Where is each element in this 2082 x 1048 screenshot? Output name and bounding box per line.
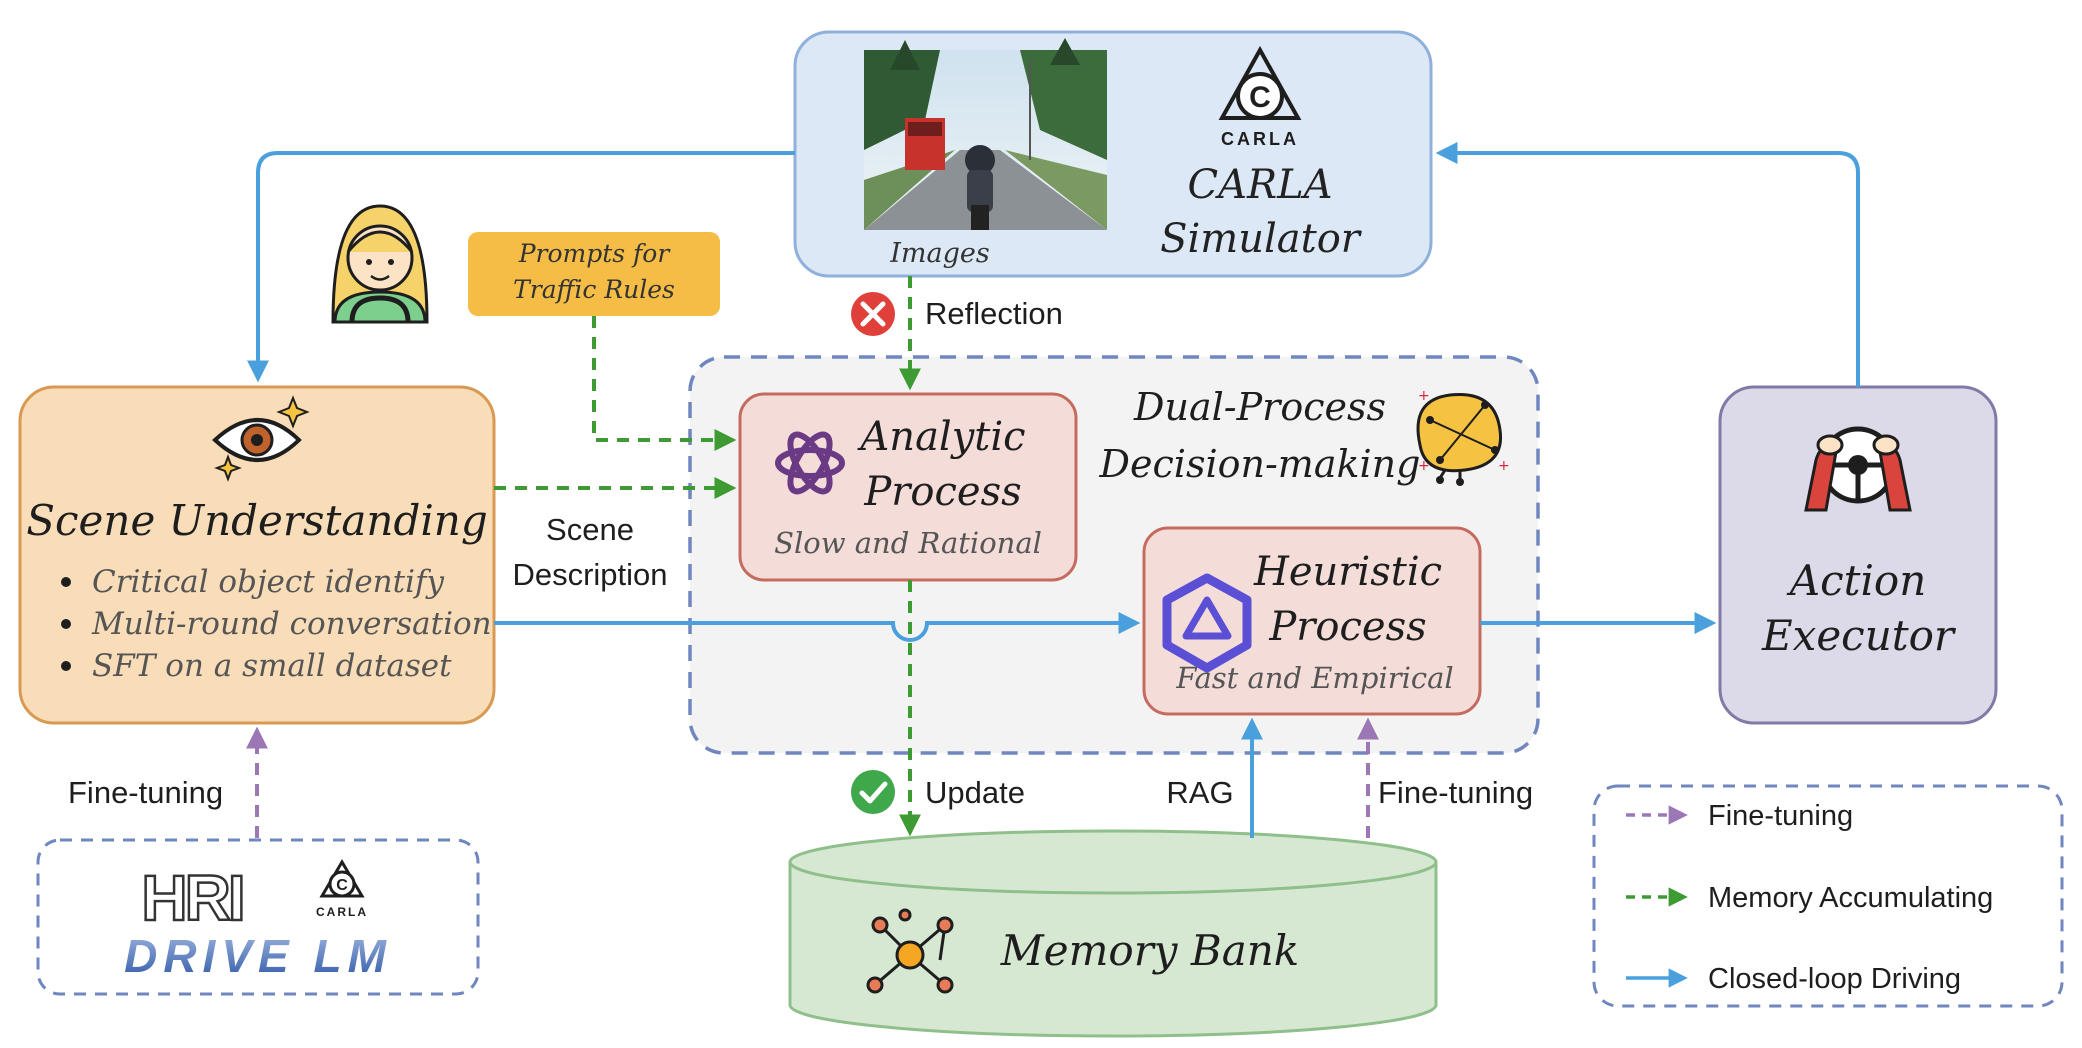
memory-accumulating-arrows — [494, 276, 921, 837]
legend-item-finetuning: Fine-tuning — [1708, 800, 1853, 832]
analytic-process-box: Analytic Process Slow and Rational — [738, 392, 1078, 582]
prompts-line2: Traffic Rules — [513, 275, 675, 304]
reflection-cross-icon — [851, 292, 895, 336]
legend-item-closedloop: Closed-loop Driving — [1708, 963, 1961, 995]
eye-icon — [212, 395, 310, 482]
scene-description-line2: Description — [512, 557, 667, 592]
memory-bank-cylinder: Memory Bank — [788, 829, 1438, 1038]
svg-text:+: + — [1418, 388, 1430, 404]
steering-wheel-icon — [1804, 426, 1912, 512]
carla-logo: C CARLA — [1218, 45, 1302, 149]
scene-bullet-2: Multi-round conversation — [91, 606, 492, 642]
dual-title-line2: Decision-making — [1099, 442, 1421, 486]
driver-avatar-icon — [331, 204, 429, 324]
datasets-box: HRI C CARLA DRIVE LM — [36, 838, 480, 996]
memory-title: Memory Bank — [1000, 926, 1300, 975]
carla-small-logo-text: CARLA — [316, 905, 368, 919]
finetuning-arrows — [246, 717, 1379, 838]
hri-logo: HRI — [141, 862, 242, 934]
simulator-title-line1: CARLA — [1187, 162, 1332, 208]
heuristic-subtitle: Fast and Empirical — [1175, 661, 1453, 695]
heuristic-title-line1: Heuristic — [1253, 549, 1442, 595]
scene-understanding-box: Scene Understanding Critical object iden… — [18, 385, 496, 725]
carla-logo-text: CARLA — [1221, 129, 1299, 149]
reflection-label: Reflection — [925, 296, 1063, 331]
executor-title-line2: Executor — [1761, 611, 1957, 660]
executor-title-line1: Action — [1786, 556, 1927, 605]
drivelm-logo: DRIVE LM — [124, 930, 392, 982]
update-check-icon — [851, 770, 895, 814]
scene-bullet-1: Critical object identify — [92, 564, 444, 600]
network-icon — [866, 908, 954, 994]
svg-text:C: C — [336, 877, 348, 894]
qwen-logo-icon — [1162, 573, 1252, 673]
carla-small-logo: C CARLA — [316, 859, 368, 919]
finetune-right-label: Fine-tuning — [1378, 775, 1533, 810]
finetune-left-label: Fine-tuning — [68, 775, 223, 810]
prompts-line1: Prompts for — [518, 239, 672, 268]
legend-item-memory: Memory Accumulating — [1708, 882, 1993, 914]
svg-text:C: C — [1249, 81, 1271, 114]
scene-bullet-3: SFT on a small dataset — [92, 648, 452, 684]
update-label: Update — [925, 775, 1025, 810]
analytic-title-line2: Process — [863, 469, 1021, 515]
dual-title-line1: Dual-Process — [1133, 385, 1386, 429]
scene-title: Scene Understanding — [26, 496, 487, 545]
simulator-images — [864, 38, 1107, 230]
svg-text:+: + — [1418, 458, 1430, 474]
svg-text:+: + — [1498, 458, 1510, 474]
images-caption: Images — [889, 238, 989, 269]
carla-simulator-box: Images C CARLA CARLA Simulator — [793, 30, 1433, 278]
analytic-title-line1: Analytic — [856, 414, 1025, 460]
action-executor-box: Action Executor — [1718, 385, 1998, 725]
legend: Fine-tuning Memory Accumulating Closed-l… — [1592, 784, 2064, 1008]
analytic-subtitle: Slow and Rational — [774, 526, 1042, 560]
heuristic-process-box: Heuristic Process Fast and Empirical — [1142, 526, 1482, 716]
heuristic-title-line2: Process — [1268, 604, 1426, 650]
rag-label: RAG — [1166, 775, 1233, 810]
chatgpt-logo-icon — [775, 431, 845, 495]
brain-network-icon: + + + — [1416, 388, 1510, 486]
scene-description-line1: Scene — [546, 512, 634, 547]
prompts-traffic-rules-box: Prompts for Traffic Rules — [468, 232, 720, 316]
simulator-title-line2: Simulator — [1160, 216, 1363, 262]
closed-loop-arrows — [247, 142, 1860, 838]
